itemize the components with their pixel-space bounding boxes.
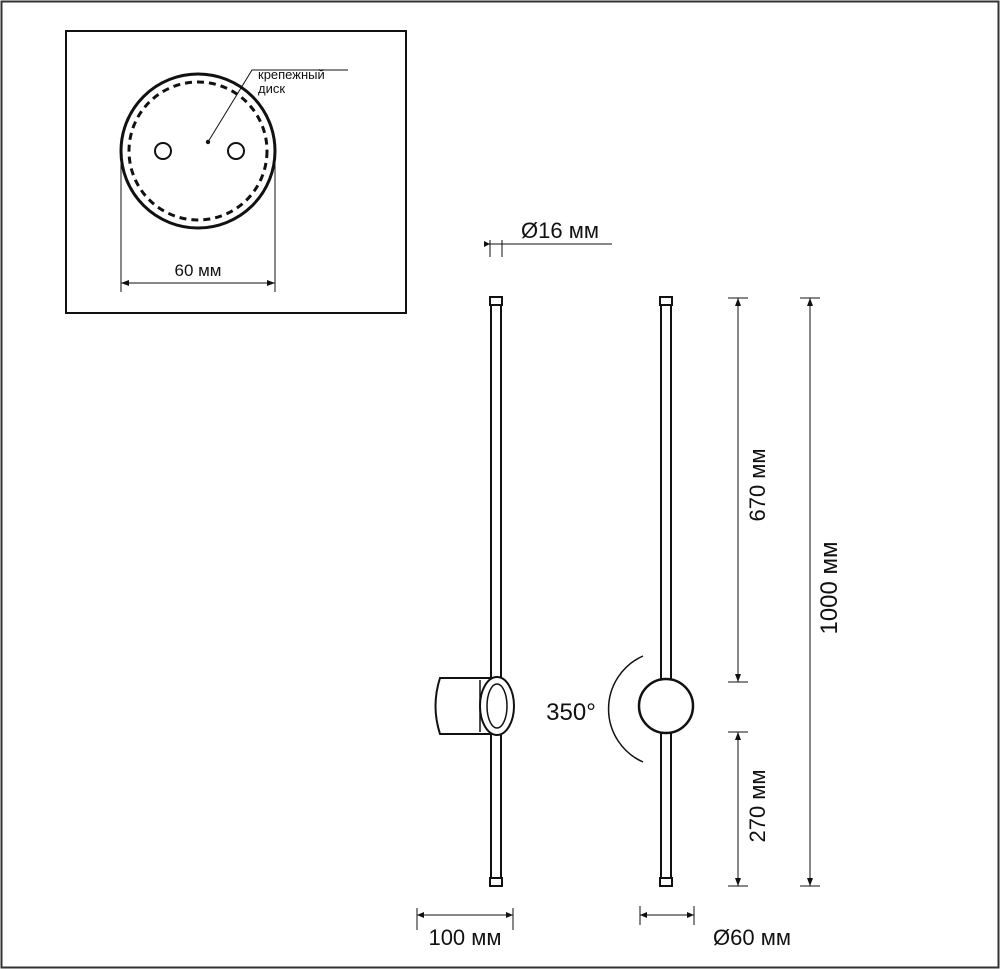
disk-dim-arrow-right (267, 280, 275, 286)
total-length-label: 1000 мм (816, 541, 843, 634)
disk-width-label: 60 мм (174, 261, 221, 280)
mount-label-line1: крепежный (258, 67, 325, 82)
projection-arrow-right (506, 912, 513, 918)
screw-hole-left (154, 142, 172, 160)
base-arrow-right (687, 912, 694, 918)
upper-arrow-top (735, 298, 741, 306)
rotation-label: 350° (546, 699, 596, 726)
mounting-disk-inset: крепежный диск 60 мм (65, 30, 407, 314)
front-view: 350° Ø60 мм 670 мм 270 мм 1000 мм (546, 296, 843, 950)
wall-mount-inner-ring (486, 683, 508, 729)
base-arrow-left (640, 912, 647, 918)
upper-arrow-bottom (735, 674, 741, 682)
side-tube-cap-bottom (489, 877, 503, 887)
projection-arrow-left (417, 912, 424, 918)
disk-outline (119, 72, 277, 230)
tube-diameter-label: Ø16 мм (521, 218, 599, 243)
mount-label-line2: диск (258, 81, 285, 96)
disk-dim-arrow-left (121, 280, 129, 286)
front-tube (660, 296, 672, 887)
upper-length-label: 670 мм (745, 448, 770, 521)
mounting-disk-dashed (127, 80, 269, 222)
lower-arrow-bottom (735, 878, 741, 886)
rotation-arc (607, 655, 644, 763)
front-tube-cap-bottom (659, 877, 673, 887)
side-tube-cap-top (489, 296, 503, 306)
inset-frame (65, 30, 407, 314)
base-diameter-label: Ø60 мм (713, 925, 791, 950)
lower-arrow-top (735, 732, 741, 740)
side-view: Ø16 мм 100 мм (416, 218, 612, 950)
front-tube-cap-top (659, 296, 673, 306)
screw-hole-right (227, 142, 245, 160)
wall-mount-front-ring (479, 676, 515, 736)
side-tube (490, 296, 502, 887)
mount-label-leader (207, 69, 348, 143)
projection-label: 100 мм (428, 925, 501, 950)
lower-length-label: 270 мм (745, 769, 770, 842)
total-arrow-top (807, 298, 813, 306)
front-base-disk (637, 677, 695, 735)
total-arrow-bottom (807, 878, 813, 886)
tube-dia-arrow (484, 241, 490, 247)
